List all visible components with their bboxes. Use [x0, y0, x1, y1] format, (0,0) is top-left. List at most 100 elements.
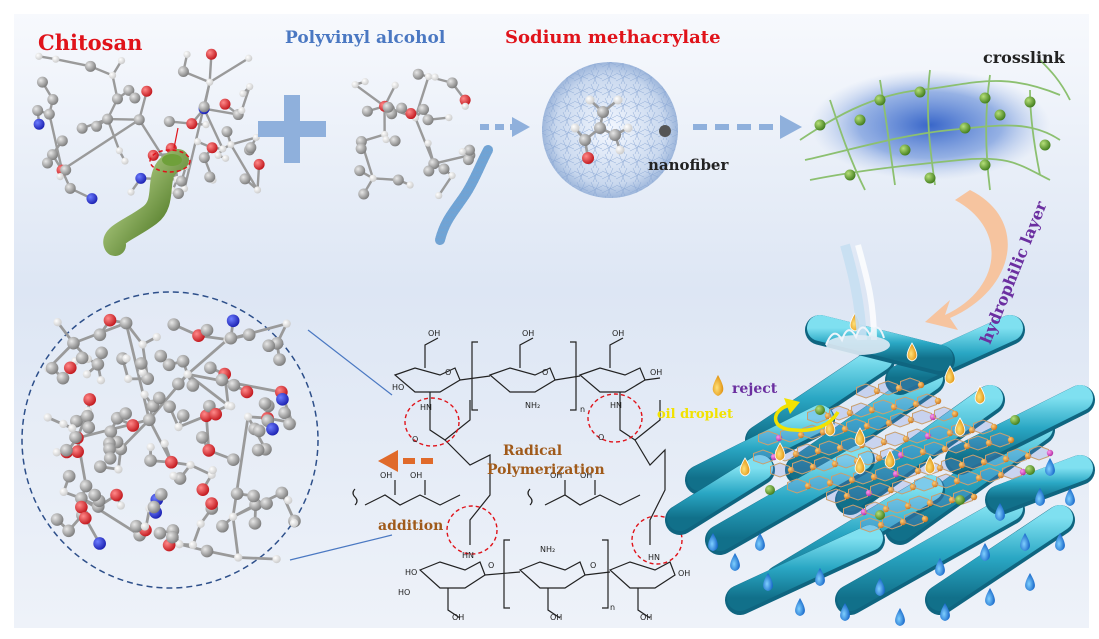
- atom: [140, 522, 150, 531]
- svg-text:O: O: [542, 368, 548, 377]
- membrane-fiber-highlight: [707, 445, 873, 551]
- water-droplet: [1035, 488, 1045, 506]
- atom: [579, 134, 591, 146]
- atom: [369, 174, 377, 182]
- pva-fiber-texture: [435, 145, 493, 245]
- atom: [79, 479, 93, 493]
- sma-molecule: [570, 95, 671, 164]
- svg-text:O: O: [488, 561, 494, 570]
- atom: [56, 135, 68, 147]
- hex-cell: [868, 415, 888, 431]
- atom: [239, 89, 247, 98]
- atom: [78, 511, 92, 525]
- bond: [55, 58, 91, 68]
- atom: [208, 466, 217, 475]
- atom: [169, 471, 178, 481]
- hex-cell: [870, 482, 890, 498]
- crosslink-node: [874, 94, 886, 106]
- water-droplet: [763, 573, 773, 591]
- atom: [62, 524, 75, 538]
- svg-text:OH: OH: [410, 471, 422, 480]
- water-droplet: [935, 558, 945, 576]
- atom: [76, 122, 88, 134]
- hex-cell: [990, 432, 1010, 448]
- atom: [219, 98, 231, 110]
- label-polyvinyl-alcohol: Polyvinyl alcohol: [285, 28, 446, 48]
- atom: [163, 400, 176, 414]
- atom: [111, 93, 123, 105]
- atom: [188, 540, 198, 550]
- label-radical: Radical: [503, 443, 562, 459]
- atom: [91, 357, 105, 371]
- atom: [129, 519, 143, 533]
- oil-droplet: [954, 417, 966, 437]
- atom: [424, 73, 433, 81]
- oil-droplet: [854, 427, 866, 447]
- atom: [86, 193, 98, 205]
- curved-arrow-to-membrane: [925, 190, 1008, 330]
- atom: [82, 370, 92, 379]
- oil-droplet: [884, 449, 896, 469]
- hex-atom: [990, 423, 998, 431]
- atom: [613, 95, 623, 105]
- atom: [275, 486, 289, 500]
- label-nanofiber: nanofiber: [648, 156, 729, 174]
- hex-cell: [946, 438, 966, 454]
- atom: [200, 544, 214, 558]
- atom: [82, 421, 96, 434]
- atom: [435, 191, 443, 200]
- hex-cell: [900, 377, 920, 393]
- atom: [123, 84, 135, 96]
- crosslink-node: [814, 119, 826, 131]
- water-droplet: [840, 603, 850, 621]
- atom: [163, 115, 175, 127]
- svg-text:HN: HN: [648, 553, 660, 562]
- atom: [615, 145, 625, 155]
- crosslink-node: [994, 109, 1006, 121]
- svg-text:OH: OH: [550, 613, 562, 622]
- water-droplet: [815, 568, 825, 586]
- atom: [138, 340, 147, 349]
- atom: [351, 81, 359, 89]
- label-addition: addition: [378, 518, 443, 534]
- atom: [205, 48, 217, 60]
- atom: [412, 68, 424, 80]
- atom: [68, 424, 77, 433]
- atom: [183, 50, 191, 59]
- label-oil-droplet: oil droplet: [657, 407, 733, 422]
- hex-cell: [931, 492, 951, 508]
- subscript-n-top: n: [580, 405, 585, 414]
- atom: [116, 501, 125, 510]
- water-droplet: [1020, 533, 1030, 551]
- atom: [406, 181, 414, 189]
- water-droplet: [1025, 573, 1035, 591]
- bond: [202, 108, 224, 150]
- atom: [282, 319, 291, 328]
- atom: [227, 378, 241, 392]
- atom: [205, 497, 218, 510]
- hex-cell: [831, 472, 851, 488]
- atom: [36, 76, 48, 88]
- atom: [88, 488, 102, 502]
- hex-cell: [797, 443, 817, 459]
- atom: [594, 122, 606, 134]
- atom: [93, 460, 107, 473]
- oil-droplet: [924, 455, 936, 475]
- svg-text:O: O: [445, 368, 451, 377]
- atom: [446, 77, 458, 89]
- atom: [176, 175, 188, 187]
- bond: [240, 86, 251, 111]
- water-droplet: [795, 598, 805, 616]
- water-droplet: [985, 588, 995, 606]
- crosslink-strand: [985, 74, 991, 191]
- atom: [445, 113, 453, 122]
- atom: [206, 142, 218, 154]
- atom: [124, 374, 133, 383]
- atom: [202, 444, 216, 457]
- hex-cell: [770, 462, 790, 478]
- atom: [126, 419, 140, 432]
- atom: [431, 73, 439, 81]
- water-droplet: [755, 533, 765, 551]
- atom: [183, 370, 192, 379]
- hex-cell: [929, 425, 949, 441]
